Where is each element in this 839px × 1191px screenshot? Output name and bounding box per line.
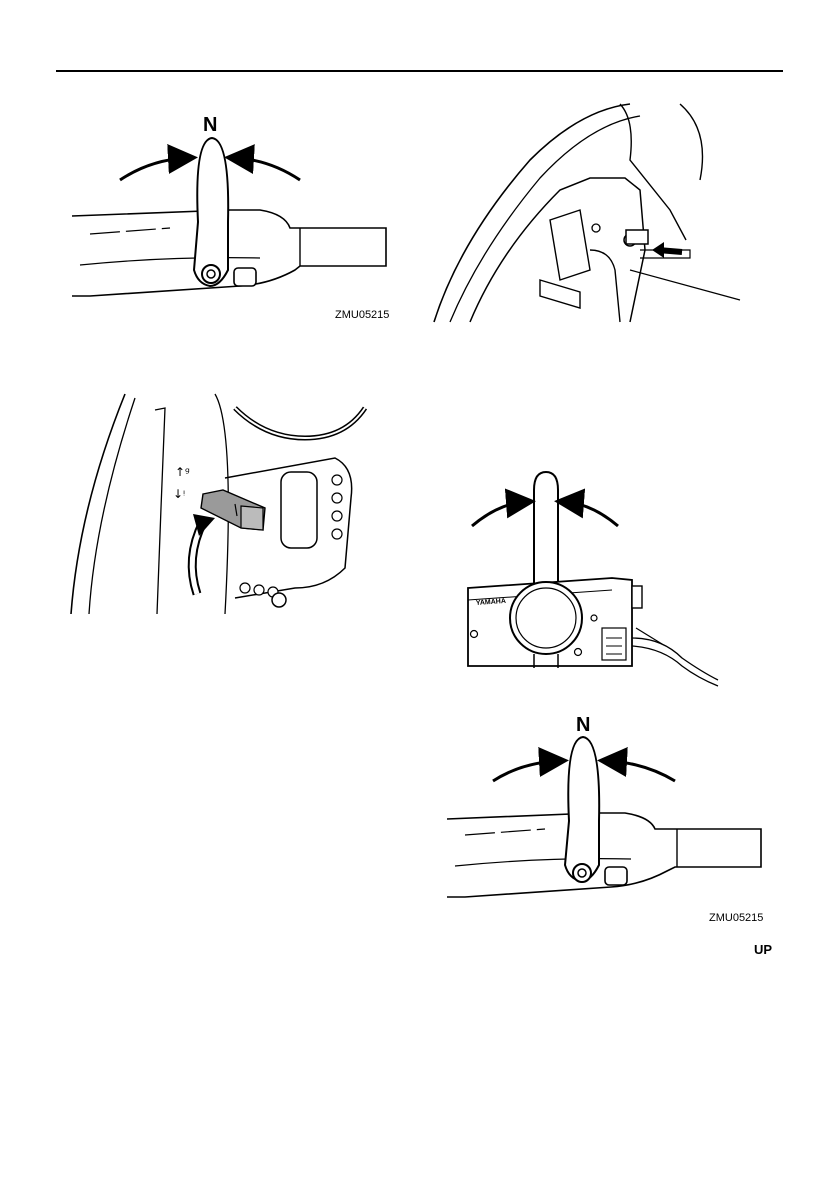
direction-label: UP xyxy=(754,942,772,957)
pointer-arrow-icon xyxy=(652,242,664,258)
lever-icon xyxy=(70,110,400,310)
curved-arrow-icon xyxy=(566,502,618,526)
figure-side-mount-control: YAMAHA xyxy=(462,468,722,688)
svg-text:↑ᵍ: ↑ᵍ xyxy=(175,465,190,479)
neutral-label: N xyxy=(203,114,217,137)
curved-arrow-icon xyxy=(120,158,186,180)
figure-control-internals xyxy=(430,100,760,326)
figure-neutral-bottom-right xyxy=(445,735,765,905)
curved-arrow-icon xyxy=(472,502,524,526)
figure-neutral-top-left xyxy=(70,110,400,310)
figure-lock-lever: ↑ᵍ ↓ᵎ xyxy=(65,388,405,618)
figure-code: ZMU05215 xyxy=(335,309,389,321)
curved-arrow-icon xyxy=(236,158,300,180)
header-rule xyxy=(56,70,783,72)
curved-arrow-icon xyxy=(493,761,557,781)
figure-code: ZMU05215 xyxy=(709,912,763,924)
curved-arrow-icon xyxy=(609,761,675,781)
neutral-label: N xyxy=(576,714,590,737)
svg-text:↓ᵎ: ↓ᵎ xyxy=(173,487,185,501)
